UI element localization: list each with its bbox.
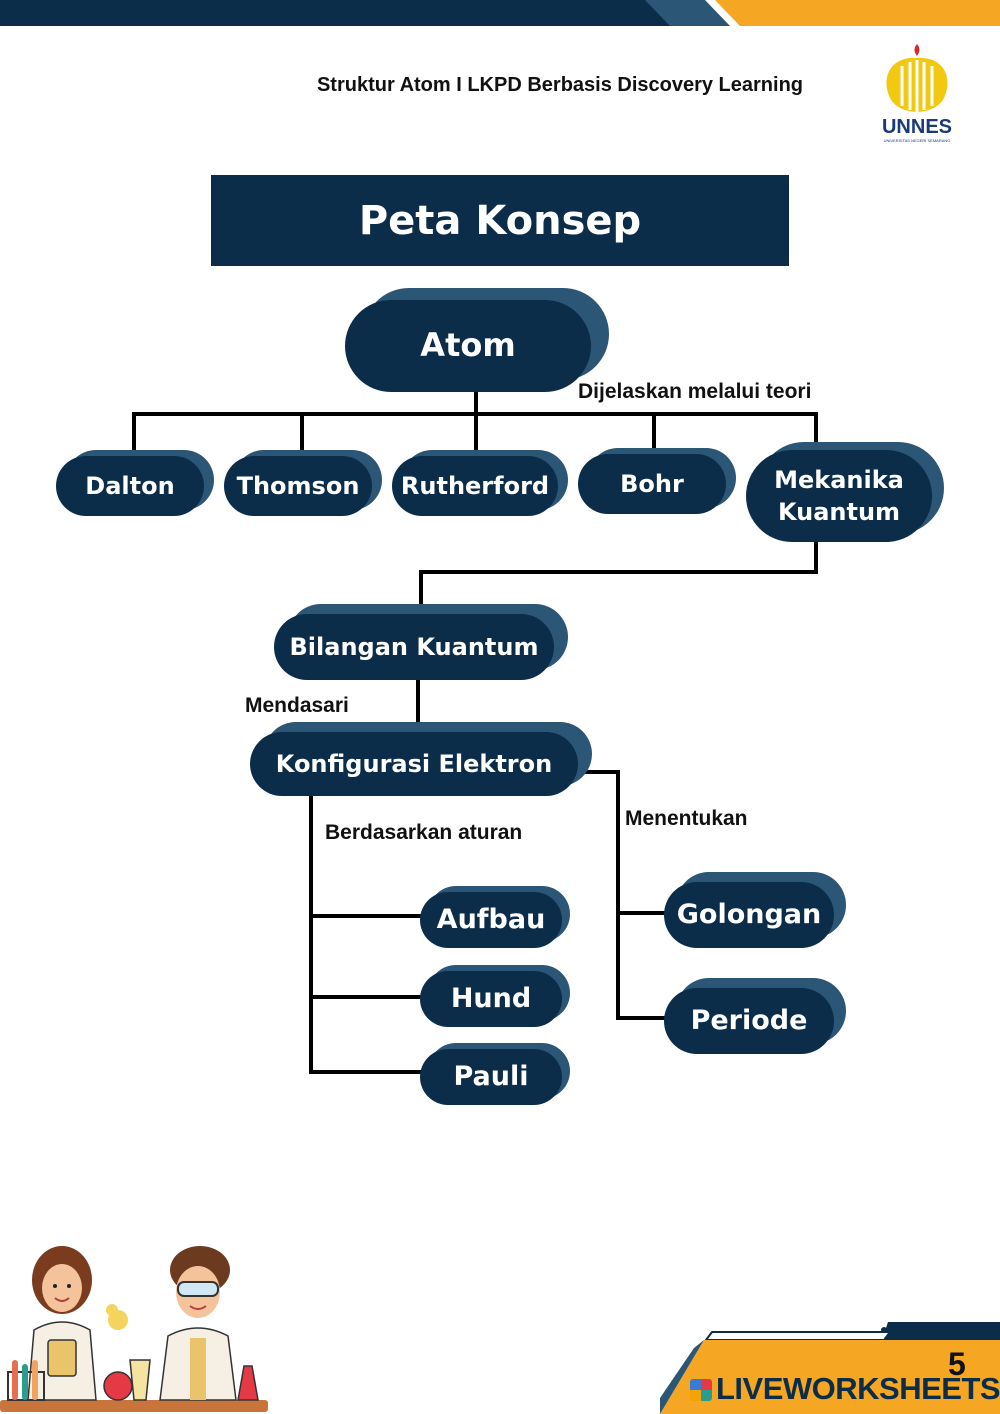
node-konfigurasi-elektron: Konfigurasi Elektron [250, 722, 592, 796]
node-mekanika-line1: Mekanika [774, 465, 904, 494]
scientists-illustration [0, 1246, 268, 1412]
unnes-logo-text: UNNES [881, 116, 952, 138]
label-dijelaskan-melalui-teori: Dijelaskan melalui teori [578, 380, 812, 403]
node-golongan-label: Golongan [664, 882, 834, 948]
node-mekanika-kuantum-label: Mekanika Kuantum [746, 450, 932, 542]
node-rutherford: Rutherford [392, 450, 568, 516]
unnes-logo-subtext: UNIVERSITAS NEGERI SEMARANG [883, 138, 951, 143]
liveworksheets-logo-icon [690, 1379, 712, 1401]
node-atom: Atom [345, 288, 609, 392]
node-bohr: Bohr [578, 448, 736, 514]
unnes-logo: UNNES UNIVERSITAS NEGERI SEMARANG [872, 36, 962, 146]
page-number: 5 [948, 1346, 966, 1382]
node-hund: Hund [420, 965, 570, 1027]
node-rutherford-label: Rutherford [392, 456, 558, 516]
label-mendasari: Mendasari [245, 694, 349, 717]
bottom-decorative-band [660, 1322, 1000, 1414]
node-golongan: Golongan [664, 872, 846, 948]
header-title: Struktur Atom I LKPD Berbasis Discovery … [316, 74, 804, 96]
node-pauli-label: Pauli [420, 1049, 562, 1105]
node-dalton: Dalton [56, 450, 214, 516]
node-bilangan-kuantum-label: Bilangan Kuantum [274, 614, 554, 680]
label-berdasarkan-aturan: Berdasarkan aturan [325, 821, 523, 844]
liveworksheets-brand-text: LIVEWORKSHEETS [716, 1371, 1000, 1406]
label-menentukan: Menentukan [625, 807, 748, 830]
node-aufbau-label: Aufbau [420, 892, 562, 948]
node-hund-label: Hund [420, 971, 562, 1027]
node-thomson: Thomson [224, 450, 382, 516]
node-bilangan-kuantum: Bilangan Kuantum [274, 604, 568, 680]
top-decorative-band [0, 0, 1000, 26]
node-mekanika-line2: Kuantum [777, 498, 901, 526]
node-atom-label: Atom [345, 300, 591, 392]
node-konfigurasi-elektron-label: Konfigurasi Elektron [250, 732, 578, 796]
node-mekanika-kuantum: Mekanika Kuantum [746, 442, 944, 542]
unnes-logo-icon [886, 44, 948, 112]
page-title: Peta Konsep [211, 175, 789, 266]
node-dalton-label: Dalton [56, 456, 204, 516]
node-periode-label: Periode [664, 988, 834, 1054]
node-thomson-label: Thomson [224, 456, 372, 516]
node-aufbau: Aufbau [420, 886, 570, 948]
liveworksheets-brand: LIVEWORKSHEETS [690, 1371, 1000, 1407]
node-bohr-label: Bohr [578, 454, 726, 514]
node-periode: Periode [664, 978, 846, 1054]
node-pauli: Pauli [420, 1043, 570, 1105]
